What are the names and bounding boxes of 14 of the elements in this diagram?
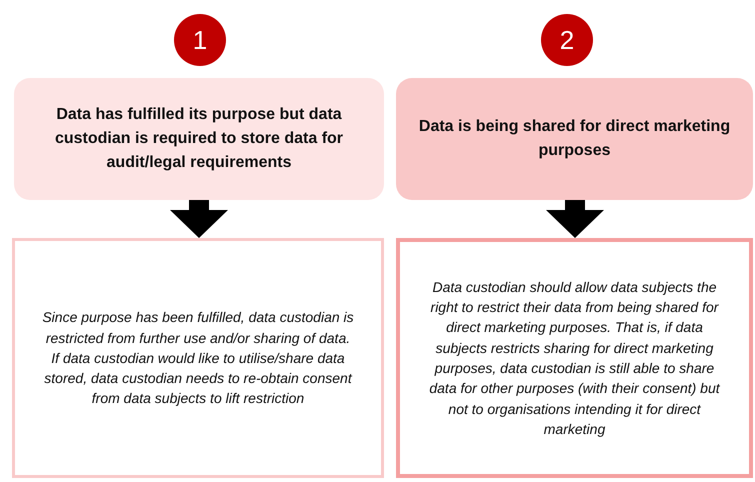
description-text: Since purpose has been fulfilled, data custodian is restricted from further use and/or sharing of data. If data custodian would like to utilise/share data stored, data custodian needs to re-obtain consent from data subjects to lift restriction — [41, 308, 355, 408]
arrow — [170, 200, 228, 238]
description-box — [396, 238, 753, 478]
heading-box — [396, 78, 753, 200]
step-number: 2 — [560, 24, 574, 56]
description-box — [12, 238, 384, 478]
step-number: 1 — [192, 24, 208, 56]
arrow — [546, 200, 604, 238]
heading-box — [14, 78, 384, 200]
box-heading: Data is being shared for direct marketing purposes — [418, 117, 731, 161]
description-text: Data custodian should allow data subjects the right to restrict their data from being shared for direct marketing purposes. That is, if data subjects restricts sharing for direct marketing purposes, data custodian is still able to share data for other purposes (with their consent) but not to organisations intending it for direct marketing — [428, 278, 721, 439]
number-circle — [174, 14, 226, 66]
box-heading: Data has fulfilled its purpose but data custodian is required to store data for audit/legal requirements — [54, 105, 344, 173]
number-circle — [541, 14, 593, 66]
